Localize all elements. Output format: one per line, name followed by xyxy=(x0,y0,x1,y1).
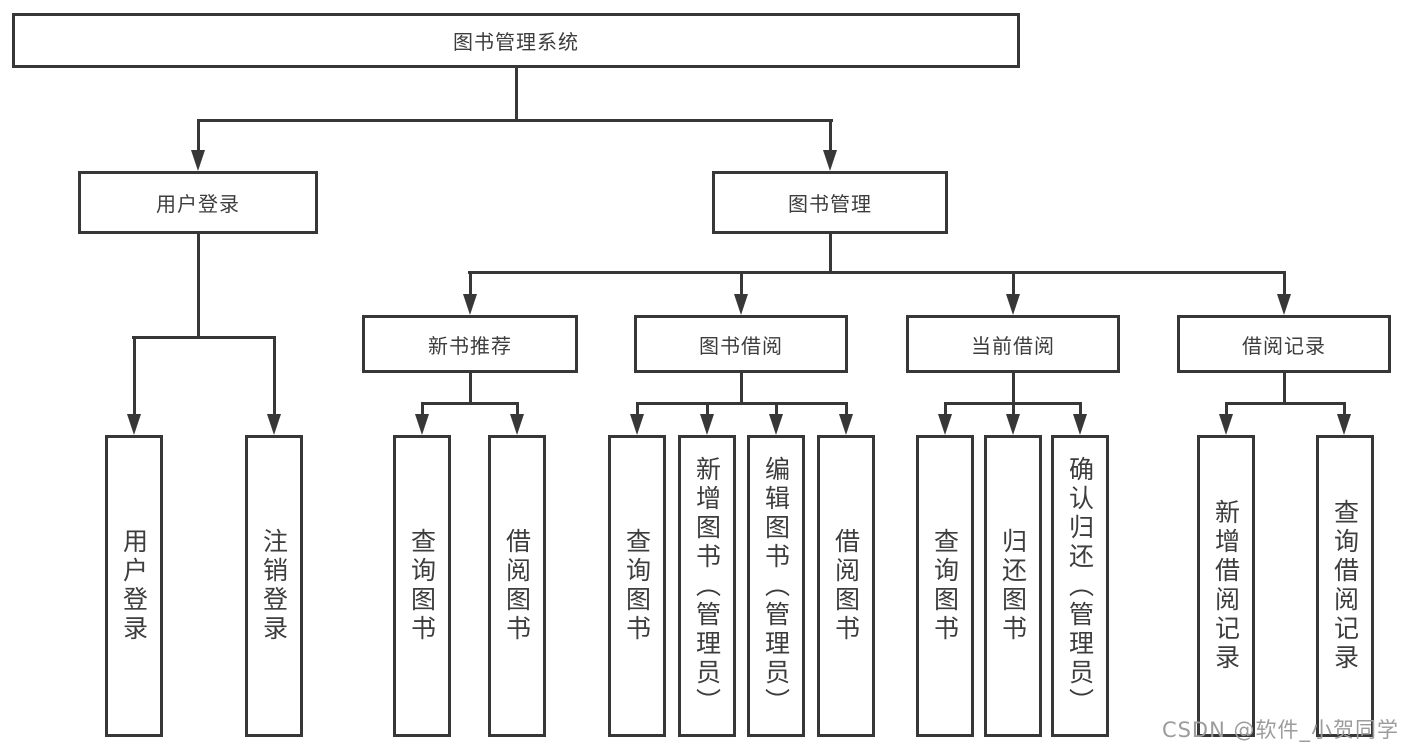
arrowhead-e2 xyxy=(1337,414,1351,435)
connector-drop-c1 xyxy=(636,402,639,416)
arrowhead-user-login xyxy=(191,150,205,171)
node-borrowing-records: 借阅记录 xyxy=(1177,315,1391,373)
connector-drop-c2 xyxy=(706,402,709,416)
leaf-user-login: 用户登录 xyxy=(105,435,163,737)
arrowhead-b2 xyxy=(510,414,524,435)
connector-stub-book-mgmt xyxy=(829,234,832,274)
connector-drop-e1 xyxy=(1225,402,1228,416)
connector-drop-b1 xyxy=(421,402,424,416)
connector-rail-user-login xyxy=(132,336,276,339)
node-book-management: 图书管理 xyxy=(712,171,948,234)
leaf-confirm-return-admin: 确认归还（管理员） xyxy=(1051,435,1109,737)
node-user-login: 用户登录 xyxy=(78,171,318,234)
connector-rail-book-borrow xyxy=(636,402,847,405)
connector-rail-level2 xyxy=(197,119,833,122)
arrowhead-leaf-login xyxy=(127,414,141,435)
connector-drop-b2 xyxy=(516,402,519,416)
leaf-borrow-books: 借阅图书 xyxy=(817,435,875,737)
leaf-query-borrow-record: 查询借阅记录 xyxy=(1316,435,1374,737)
connector-drop-book-mgmt xyxy=(829,119,832,152)
arrowhead-d1 xyxy=(938,414,952,435)
node-new-book-recommend: 新书推荐 xyxy=(362,315,578,373)
connector-drop-book-borrow xyxy=(740,271,743,297)
connector-stub-borrow-records xyxy=(1283,373,1286,404)
connector-drop-borrow-records xyxy=(1283,271,1286,297)
arrowhead-borrow-records xyxy=(1277,294,1291,315)
arrowhead-c1 xyxy=(630,414,644,435)
node-current-borrowing: 当前借阅 xyxy=(906,315,1120,373)
arrowhead-c4 xyxy=(839,414,853,435)
connector-rail-borrow-records xyxy=(1225,402,1346,405)
leaf-add-borrow-record: 新增借阅记录 xyxy=(1197,435,1255,737)
connector-drop-current-borrow xyxy=(1012,271,1015,297)
leaf-add-books-admin: 新增图书（管理员） xyxy=(678,435,736,737)
connector-drop-d2 xyxy=(1012,402,1015,416)
arrowhead-b1 xyxy=(415,414,429,435)
arrowhead-book-mgmt xyxy=(823,150,837,171)
leaf-query-books-borrow: 查询图书 xyxy=(608,435,666,737)
connector-drop-e2 xyxy=(1343,402,1346,416)
connector-stub-current-borrow xyxy=(1012,373,1015,404)
leaf-return-books: 归还图书 xyxy=(984,435,1042,737)
connector-stub-new-books xyxy=(469,373,472,404)
connector-drop-c3 xyxy=(775,402,778,416)
arrowhead-d3 xyxy=(1073,414,1087,435)
arrowhead-d2 xyxy=(1006,414,1020,435)
arrowhead-book-borrow xyxy=(734,294,748,315)
leaf-query-books-recommend: 查询图书 xyxy=(393,435,451,737)
connector-drop-d3 xyxy=(1079,402,1082,416)
leaf-borrow-books-recommend: 借阅图书 xyxy=(488,435,546,737)
arrowhead-e1 xyxy=(1219,414,1233,435)
connector-drop-user-login xyxy=(197,119,200,152)
arrowhead-current-borrow xyxy=(1006,294,1020,315)
connector-rail-level3 xyxy=(468,271,1286,274)
leaf-logout: 注销登录 xyxy=(245,435,303,737)
leaf-query-books-current: 查询图书 xyxy=(916,435,974,737)
leaf-edit-books-admin: 编辑图书（管理员） xyxy=(747,435,805,737)
connector-rail-new-books xyxy=(421,402,519,405)
connector-drop-new-books xyxy=(469,271,472,297)
connector-drop-leaf-logout xyxy=(273,336,276,416)
connector-stub-book-borrow xyxy=(740,373,743,404)
arrowhead-new-books xyxy=(463,294,477,315)
connector-root-stub xyxy=(515,68,518,120)
csdn-watermark: CSDN @软件_小贺同学 xyxy=(1161,718,1399,742)
connector-drop-leaf-login xyxy=(133,336,136,416)
arrowhead-c2 xyxy=(700,414,714,435)
connector-drop-d1 xyxy=(944,402,947,416)
connector-stub-user-login xyxy=(197,234,200,338)
arrowhead-leaf-logout xyxy=(267,414,281,435)
connector-drop-c4 xyxy=(845,402,848,416)
node-book-borrowing: 图书借阅 xyxy=(634,315,848,373)
node-root-library-system: 图书管理系统 xyxy=(12,13,1020,68)
arrowhead-c3 xyxy=(769,414,783,435)
